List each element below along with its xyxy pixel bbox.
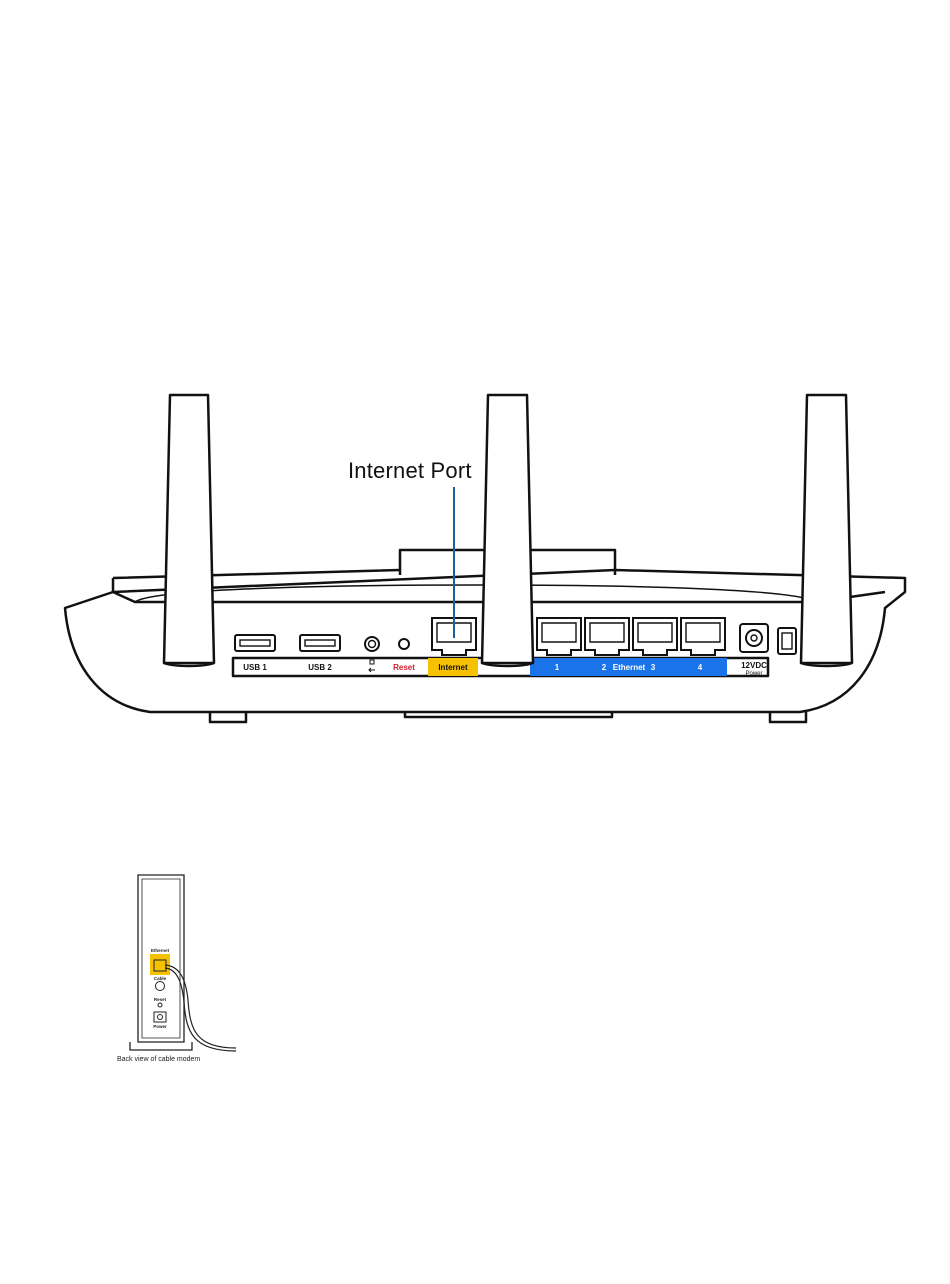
reset-label: Reset xyxy=(393,663,415,672)
antenna-center xyxy=(482,395,533,663)
usb2-port xyxy=(300,635,340,651)
router-foot-right xyxy=(770,712,806,722)
ethernet-port-2-socket xyxy=(590,623,624,642)
power-switch xyxy=(778,628,796,654)
usb1-label: USB 1 xyxy=(243,663,267,672)
power-jack xyxy=(740,624,768,652)
ethernet-port-1-socket xyxy=(542,623,576,642)
modem-cable-port xyxy=(156,982,165,991)
cable-modem-back-view: Ethernet Cable Reset Power xyxy=(100,870,260,1080)
eth2-label: 2 xyxy=(602,663,607,672)
reset-button xyxy=(399,639,409,649)
wps-button xyxy=(365,637,379,651)
eth4-label: 4 xyxy=(698,663,703,672)
power-label-bottom: Power xyxy=(745,671,762,677)
modem-ethernet-highlight xyxy=(150,954,170,975)
antenna-left xyxy=(164,395,214,663)
ethernet-ports xyxy=(537,618,725,655)
eth1-label: 1 xyxy=(555,663,560,672)
usb1-port xyxy=(235,635,275,651)
ethernet-port-4-socket xyxy=(686,623,720,642)
ethernet-label: Ethernet xyxy=(613,663,646,672)
modem-stand xyxy=(130,1042,192,1050)
router-back-view: USB 1 USB 2 Reset Internet 1 2 Ethernet … xyxy=(0,380,950,740)
modem-caption: Back view of cable modem xyxy=(117,1056,200,1063)
wps-icon xyxy=(369,660,375,672)
modem-cable xyxy=(165,965,236,1048)
modem-power-label: Power xyxy=(153,1024,167,1029)
internet-port-callout: Internet Port xyxy=(348,458,472,484)
modem-cable-label: Cable xyxy=(154,976,167,981)
router-foot-left xyxy=(210,712,246,722)
power-label-top: 12VDC xyxy=(741,661,767,670)
usb2-label: USB 2 xyxy=(308,663,332,672)
modem-power-port xyxy=(154,1012,166,1022)
modem-ethernet-label: Ethernet xyxy=(151,948,170,953)
modem-reset-label: Reset xyxy=(154,997,167,1002)
eth3-label: 3 xyxy=(651,663,656,672)
internet-label: Internet xyxy=(438,663,468,672)
antenna-right xyxy=(801,395,852,663)
modem-reset-button xyxy=(158,1003,162,1007)
ethernet-port-3-socket xyxy=(638,623,672,642)
